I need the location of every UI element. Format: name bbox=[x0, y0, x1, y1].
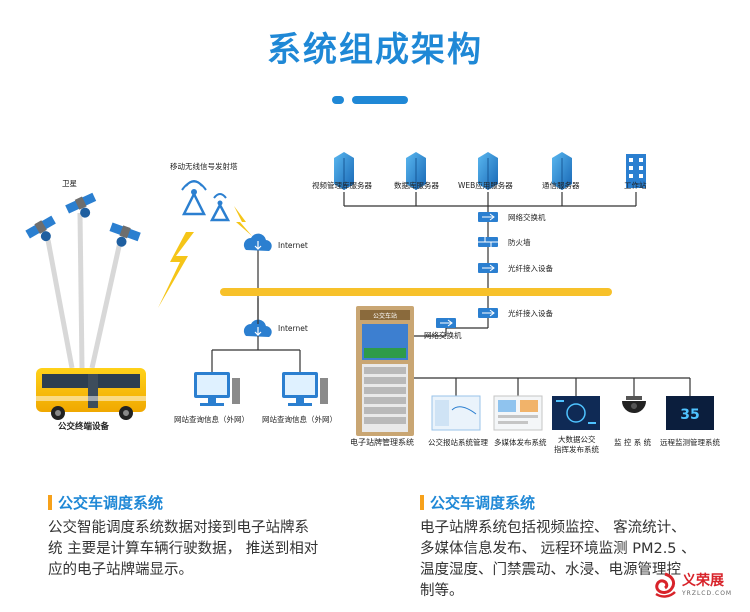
server-icon bbox=[406, 152, 426, 190]
bigdata-system-label-1: 大数据公交 bbox=[558, 435, 596, 444]
switch-top-label: 网络交换机 bbox=[508, 213, 546, 222]
signal-tower-icon bbox=[181, 180, 231, 222]
section-right-body: 电子站牌系统包括视频监控、 客流统计、 多媒体信息发布、 远程环境监测 PM2.… bbox=[420, 518, 740, 602]
firewall-icon bbox=[478, 237, 498, 247]
section-left-line: 公交智能调度系统数据对接到电子站牌系 bbox=[48, 520, 309, 536]
bus-icon bbox=[36, 368, 146, 420]
bus-device-label: 公交终端设备 bbox=[58, 422, 110, 432]
satellite-beams bbox=[45, 212, 123, 369]
server-video-label: 视频管理库服务器 bbox=[312, 181, 372, 190]
env-system-label: 远程监测管理系统 bbox=[660, 438, 720, 447]
workstation-icon bbox=[626, 154, 646, 188]
lightning-bolt-icon bbox=[158, 232, 194, 308]
section-marker bbox=[420, 495, 424, 510]
workstation-label: 工作站 bbox=[624, 181, 647, 190]
kiosk-header-label: 公交车站 bbox=[373, 313, 398, 320]
cloud-icon bbox=[243, 233, 272, 251]
backbone-line bbox=[220, 288, 612, 296]
environment-monitor-screen: 35 bbox=[666, 396, 714, 430]
server-comm-label: 通信服务器 bbox=[542, 181, 580, 190]
title-dot bbox=[332, 96, 344, 104]
switch-bottom-label: 网络交换机 bbox=[424, 331, 462, 340]
env-value: 35 bbox=[680, 407, 699, 423]
section-right-line: 温度湿度、门禁震动、水浸、电源管理控 bbox=[420, 562, 681, 578]
internet-top-label: Internet bbox=[278, 241, 308, 250]
architecture-diagram: 35 bbox=[25, 152, 714, 436]
kiosk-icon bbox=[356, 306, 414, 436]
cloud-icon bbox=[243, 319, 272, 337]
watermark: 义荣展 YRZLCD.COM bbox=[650, 568, 746, 608]
satellite-icon bbox=[109, 222, 141, 247]
media-system-screen bbox=[493, 395, 543, 431]
section-marker bbox=[48, 495, 52, 510]
media-system-label: 多媒体发布系统 bbox=[494, 438, 547, 447]
firewall-label: 防火墙 bbox=[508, 238, 531, 247]
page-title: 系统组成架构 bbox=[267, 30, 483, 70]
bigdata-system-screen bbox=[552, 396, 600, 430]
fiber-bottom-label: 光纤接入设备 bbox=[508, 309, 553, 318]
section-left-line: 统 主要是计算车辆行驶数据， 推送到相对 bbox=[48, 541, 319, 557]
section-right-line: 多媒体信息发布、 远程环境监测 PM2.5 、 bbox=[420, 541, 696, 557]
section-right-heading: 公交车调度系统 bbox=[430, 494, 536, 512]
watermark-url: YRZLCD.COM bbox=[682, 590, 733, 597]
server-icon bbox=[334, 152, 354, 190]
server-db-label: 数据库服务器 bbox=[394, 181, 439, 190]
release-system-screen bbox=[431, 395, 481, 431]
section-left-line: 应的电子站牌端显示。 bbox=[48, 562, 193, 578]
satellite-label: 卫星 bbox=[62, 179, 77, 188]
computer-icon bbox=[194, 372, 240, 406]
release-system-label: 公交报站系统管理 bbox=[428, 438, 488, 447]
query-right-label: 网站查询信息（外网） bbox=[262, 415, 337, 424]
section-right-line: 制等。 bbox=[420, 583, 464, 599]
satellite-icon bbox=[65, 192, 97, 218]
lightning-bolt-icon bbox=[234, 206, 252, 236]
brand-logo-icon bbox=[655, 572, 676, 598]
bigdata-system-label-2: 指挥发布系统 bbox=[554, 445, 599, 454]
computer-icon bbox=[282, 372, 328, 406]
fiber-top-label: 光纤接入设备 bbox=[508, 264, 553, 273]
network-switch-icon bbox=[478, 212, 498, 222]
title-underline bbox=[352, 96, 408, 104]
fiber-device-icon bbox=[478, 263, 498, 273]
network-switch-icon bbox=[436, 318, 456, 328]
internet-bottom-label: Internet bbox=[278, 324, 308, 333]
server-icon bbox=[478, 152, 498, 190]
section-left-body: 公交智能调度系统数据对接到电子站牌系 统 主要是计算车辆行驶数据， 推送到相对 … bbox=[48, 518, 368, 581]
watermark-brand: 义荣展 bbox=[682, 573, 724, 589]
fiber-device-icon bbox=[478, 308, 498, 318]
satellite-icon bbox=[25, 215, 56, 242]
server-icon bbox=[552, 152, 572, 190]
section-right-line: 电子站牌系统包括视频监控、 客流统计、 bbox=[420, 520, 686, 536]
server-web-label: WEB应用服务器 bbox=[458, 181, 513, 190]
kiosk-label: 电子站牌管理系统 bbox=[350, 438, 414, 447]
monitor-system-label: 监 控 系 统 bbox=[614, 438, 652, 447]
camera-icon bbox=[622, 396, 646, 413]
query-left-label: 网站查询信息（外网） bbox=[174, 415, 249, 424]
section-left-heading: 公交车调度系统 bbox=[58, 494, 164, 512]
tower-label: 移动无线信号发射塔 bbox=[170, 162, 238, 171]
